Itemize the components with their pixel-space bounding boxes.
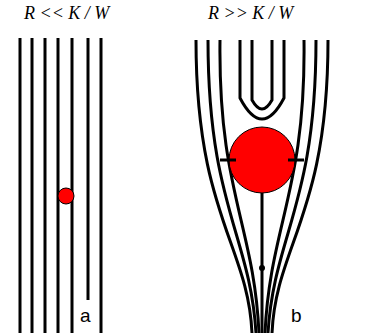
- field-line: [252, 40, 272, 109]
- regime-label: R >> K / W: [206, 4, 295, 24]
- large-particle: [229, 127, 295, 193]
- regime-label: R << K / W: [22, 4, 111, 24]
- small-particle: [58, 188, 74, 204]
- field-line: [261, 192, 264, 333]
- field-line: [31, 38, 34, 333]
- panel-letter: a: [78, 306, 93, 327]
- field-line: [240, 40, 284, 119]
- field-line: [100, 38, 103, 333]
- field-line: [87, 38, 90, 300]
- tick-mark: [220, 159, 236, 162]
- field-line: [57, 38, 60, 333]
- field-line: [44, 38, 47, 333]
- panel-letter: b: [289, 306, 304, 327]
- merge-dot: [259, 265, 265, 271]
- tick-mark: [288, 159, 304, 162]
- field-line: [71, 38, 74, 333]
- field-line: [19, 38, 22, 333]
